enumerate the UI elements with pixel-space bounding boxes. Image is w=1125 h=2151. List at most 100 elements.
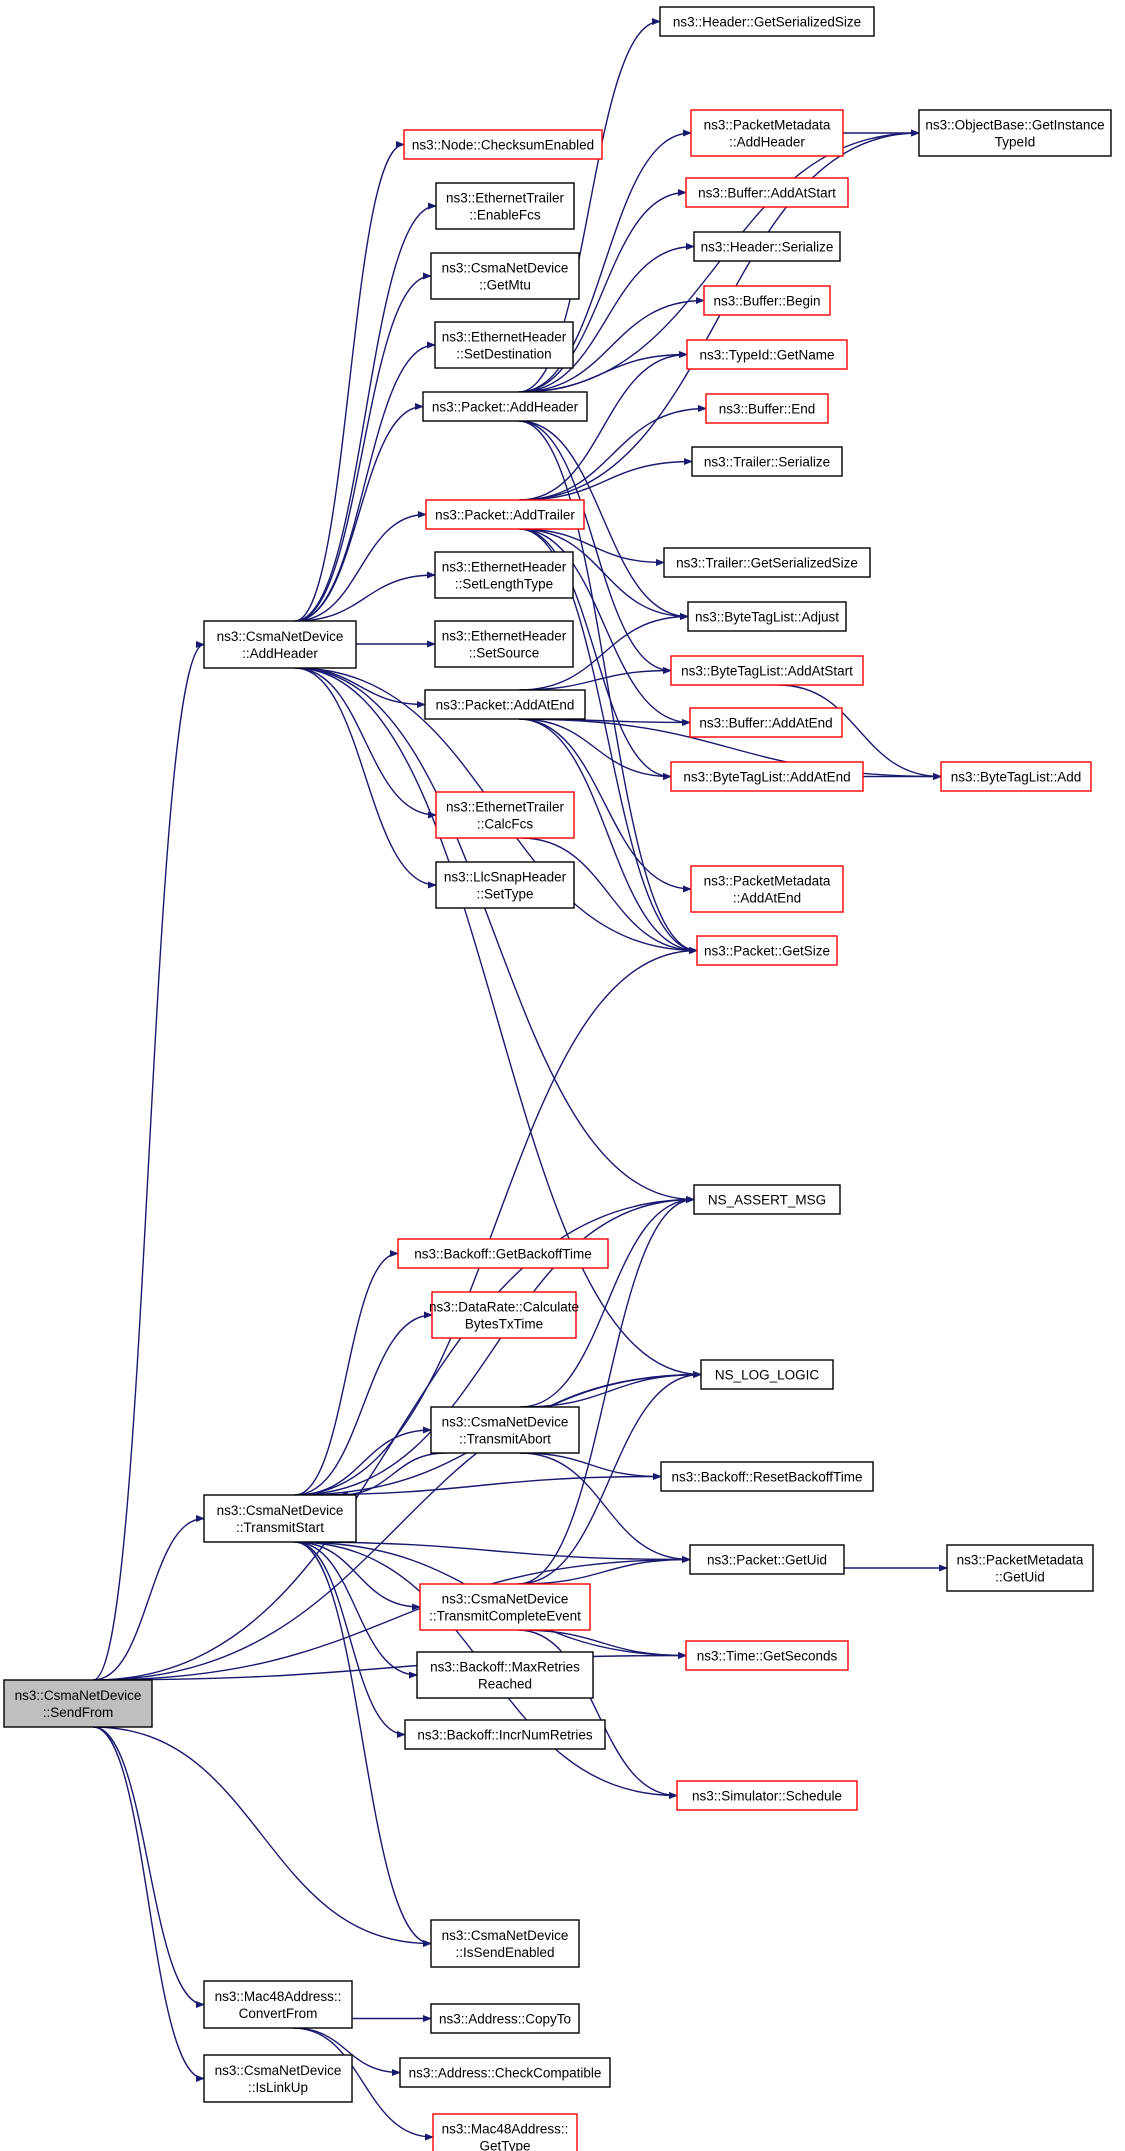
node-box[interactable] bbox=[422, 391, 588, 422]
node-btladd[interactable]: ns3::ByteTagList::Add bbox=[940, 761, 1092, 792]
node-set-source[interactable]: ns3::EthernetHeader::SetSource bbox=[434, 620, 574, 668]
node-pmadd-header[interactable]: ns3::PacketMetadata::AddHeader bbox=[690, 109, 844, 157]
node-box[interactable] bbox=[686, 339, 848, 370]
node-box[interactable] bbox=[687, 601, 847, 632]
node-btladd-at-start[interactable]: ns3::ByteTagList::AddAtStart bbox=[670, 655, 864, 686]
node-get-mtu[interactable]: ns3::CsmaNetDevice::GetMtu bbox=[430, 252, 580, 300]
node-box[interactable] bbox=[690, 109, 844, 157]
node-transmit-start[interactable]: ns3::CsmaNetDevice::TransmitStart bbox=[203, 1494, 357, 1543]
node-time-get-seconds[interactable]: ns3::Time::GetSeconds bbox=[685, 1640, 849, 1671]
node-box[interactable] bbox=[434, 321, 574, 369]
node-reset-backoff-time[interactable]: ns3::Backoff::ResetBackoffTime bbox=[660, 1461, 874, 1492]
node-box[interactable] bbox=[425, 499, 585, 530]
node-box[interactable] bbox=[685, 1640, 849, 1671]
node-box[interactable] bbox=[700, 1359, 834, 1390]
node-pmget-uid[interactable]: ns3::PacketMetadata::GetUid bbox=[946, 1544, 1094, 1592]
node-header-serialize[interactable]: ns3::Header::Serialize bbox=[693, 231, 841, 262]
node-transmit-abort[interactable]: ns3::CsmaNetDevice::TransmitAbort bbox=[430, 1406, 580, 1454]
node-box[interactable] bbox=[3, 1679, 153, 1728]
node-btladd-at-end[interactable]: ns3::ByteTagList::AddAtEnd bbox=[670, 761, 864, 792]
node-box[interactable] bbox=[703, 285, 831, 316]
node-box[interactable] bbox=[689, 707, 843, 738]
node-box[interactable] bbox=[705, 393, 829, 424]
node-box[interactable] bbox=[690, 865, 844, 913]
node-simulator-schedule[interactable]: ns3::Simulator::Schedule bbox=[676, 1780, 858, 1811]
node-box[interactable] bbox=[430, 2003, 580, 2034]
node-packet-get-size[interactable]: ns3::Packet::GetSize bbox=[696, 935, 838, 966]
node-box[interactable] bbox=[663, 547, 871, 578]
node-box[interactable] bbox=[419, 1583, 591, 1631]
node-box[interactable] bbox=[670, 761, 864, 792]
node-box[interactable] bbox=[435, 791, 575, 839]
node-packet-get-uid[interactable]: ns3::Packet::GetUid bbox=[689, 1544, 845, 1575]
node-box[interactable] bbox=[918, 109, 1112, 157]
node-box[interactable] bbox=[203, 2054, 353, 2103]
node-add-header-csma[interactable]: ns3::CsmaNetDevice::AddHeader bbox=[203, 620, 357, 669]
node-box[interactable] bbox=[430, 1919, 580, 1968]
node-box[interactable] bbox=[416, 1651, 594, 1699]
node-buffer-add-at-end[interactable]: ns3::Buffer::AddAtEnd bbox=[689, 707, 843, 738]
node-get-backoff-time[interactable]: ns3::Backoff::GetBackoffTime bbox=[397, 1238, 609, 1269]
node-box[interactable] bbox=[689, 1544, 845, 1575]
node-box[interactable] bbox=[660, 1461, 874, 1492]
node-buffer-begin[interactable]: ns3::Buffer::Begin bbox=[703, 285, 831, 316]
node-buffer-end[interactable]: ns3::Buffer::End bbox=[705, 393, 829, 424]
node-box[interactable] bbox=[691, 446, 843, 477]
node-convert-from[interactable]: ns3::Mac48Address::ConvertFrom bbox=[203, 1980, 353, 2029]
node-checksum-enabled[interactable]: ns3::Node::ChecksumEnabled bbox=[403, 129, 603, 160]
node-box[interactable] bbox=[434, 551, 574, 599]
node-box[interactable] bbox=[435, 182, 575, 230]
node-trailer-serialize[interactable]: ns3::Trailer::Serialize bbox=[691, 446, 843, 477]
node-nsassert-msg[interactable]: NS_ASSERT_MSG bbox=[693, 1184, 841, 1215]
node-is-link-up[interactable]: ns3::CsmaNetDevice::IsLinkUp bbox=[203, 2054, 353, 2103]
node-box[interactable] bbox=[685, 177, 849, 208]
node-box[interactable] bbox=[940, 761, 1092, 792]
node-address-check-compatible[interactable]: ns3::Address::CheckCompatible bbox=[399, 2057, 611, 2088]
node-box[interactable] bbox=[696, 935, 838, 966]
node-llc-set-type[interactable]: ns3::LlcSnapHeader::SetType bbox=[435, 861, 575, 909]
node-type-id-get-name[interactable]: ns3::TypeId::GetName bbox=[686, 339, 848, 370]
node-buffer-add-at-start[interactable]: ns3::Buffer::AddAtStart bbox=[685, 177, 849, 208]
node-box[interactable] bbox=[434, 620, 574, 668]
node-is-send-enabled[interactable]: ns3::CsmaNetDevice::IsSendEnabled bbox=[430, 1919, 580, 1968]
node-box[interactable] bbox=[693, 231, 841, 262]
node-transmit-complete-event[interactable]: ns3::CsmaNetDevice::TransmitCompleteEven… bbox=[419, 1583, 591, 1631]
node-box[interactable] bbox=[431, 1291, 577, 1339]
node-pmadd-at-end[interactable]: ns3::PacketMetadata::AddAtEnd bbox=[690, 865, 844, 913]
node-box[interactable] bbox=[424, 689, 586, 720]
node-box[interactable] bbox=[397, 1238, 609, 1269]
node-nslog-logic[interactable]: NS_LOG_LOGIC bbox=[700, 1359, 834, 1390]
node-box[interactable] bbox=[693, 1184, 841, 1215]
node-box[interactable] bbox=[670, 655, 864, 686]
node-calc-fcs[interactable]: ns3::EthernetTrailer::CalcFcs bbox=[435, 791, 575, 839]
node-incr-num-retries[interactable]: ns3::Backoff::IncrNumRetries bbox=[404, 1719, 606, 1750]
node-header-get-serialized-size[interactable]: ns3::Header::GetSerializedSize bbox=[659, 6, 875, 37]
node-btladjust[interactable]: ns3::ByteTagList::Adjust bbox=[687, 601, 847, 632]
node-box[interactable] bbox=[435, 861, 575, 909]
node-box[interactable] bbox=[430, 252, 580, 300]
node-trailer-get-serialized-size[interactable]: ns3::Trailer::GetSerializedSize bbox=[663, 547, 871, 578]
node-box[interactable] bbox=[203, 620, 357, 669]
node-box[interactable] bbox=[432, 2113, 578, 2151]
node-address-copy-to[interactable]: ns3::Address::CopyTo bbox=[430, 2003, 580, 2034]
node-set-length-type[interactable]: ns3::EthernetHeader::SetLengthType bbox=[434, 551, 574, 599]
node-box[interactable] bbox=[430, 1406, 580, 1454]
node-box[interactable] bbox=[404, 1719, 606, 1750]
node-enable-fcs[interactable]: ns3::EthernetTrailer::EnableFcs bbox=[435, 182, 575, 230]
node-box[interactable] bbox=[399, 2057, 611, 2088]
node-packet-add-trailer[interactable]: ns3::Packet::AddTrailer bbox=[425, 499, 585, 530]
node-box[interactable] bbox=[659, 6, 875, 37]
node-packet-add-header[interactable]: ns3::Packet::AddHeader bbox=[422, 391, 588, 422]
node-box[interactable] bbox=[203, 1980, 353, 2029]
node-box[interactable] bbox=[203, 1494, 357, 1543]
node-set-destination[interactable]: ns3::EthernetHeader::SetDestination bbox=[434, 321, 574, 369]
node-packet-add-at-end[interactable]: ns3::Packet::AddAtEnd bbox=[424, 689, 586, 720]
node-box[interactable] bbox=[403, 129, 603, 160]
node-box[interactable] bbox=[676, 1780, 858, 1811]
node-send-from[interactable]: ns3::CsmaNetDevice::SendFrom bbox=[3, 1679, 153, 1728]
node-box[interactable] bbox=[946, 1544, 1094, 1592]
node-mac48-get-type[interactable]: ns3::Mac48Address::GetType bbox=[432, 2113, 578, 2151]
